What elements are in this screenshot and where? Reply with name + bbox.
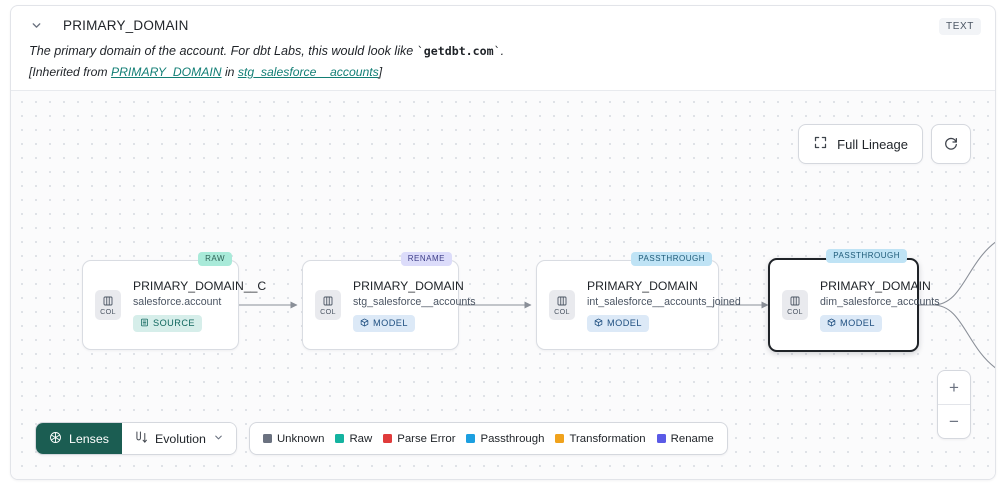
legend-swatch [656,434,666,443]
description-text: The primary domain of the account. For d… [29,44,417,58]
legend-swatch [335,434,345,443]
inherited-suffix: ] [378,65,383,79]
zoom-in-button[interactable]: + [938,371,970,405]
type-badge: TEXT [939,18,981,35]
node-kind-label: SOURCE [153,318,196,328]
column-icon: COL [549,290,575,320]
column-badge-label: COL [787,306,803,316]
legend-swatch [383,434,393,443]
bottom-toolbar: Lenses Evolution Unknown [35,422,728,455]
backtick-close: ` [493,44,501,58]
inherited-column-link[interactable]: PRIMARY_DOMAIN [110,65,222,79]
node-subtitle: dim_salesforce_accounts [820,295,940,308]
node-kind-label: MODEL [607,318,642,328]
description-suffix: . [500,44,505,58]
column-description: The primary domain of the account. For d… [29,44,977,58]
legend-swatch [262,434,272,443]
legend-label: Parse Error [397,432,456,445]
node-name: PRIMARY_DOMAIN__C [133,278,267,293]
node-kind-label: MODEL [840,318,875,328]
backtick-open: ` [416,44,424,58]
chevron-down-icon[interactable] [29,19,43,33]
zoom-out-button[interactable]: − [949,411,959,431]
lens-controls: Lenses Evolution [35,422,237,455]
full-lineage-button[interactable]: Full Lineage [798,124,923,164]
column-header: PRIMARY_DOMAIN TEXT The primary domain o… [11,6,995,90]
legend-item-rename[interactable]: Rename [656,432,714,445]
zoom-controls: + − [937,370,971,439]
edge-out-lower [919,304,995,369]
legend-label: Rename [670,432,714,445]
lenses-button[interactable]: Lenses [36,423,122,454]
node-subtitle: salesforce.account [133,295,222,308]
node-subtitle: stg_salesforce__accounts [353,295,476,308]
evolution-label: Evolution [154,431,206,446]
node-kind-label: MODEL [373,318,408,328]
legend-item-parse-error[interactable]: Parse Error [383,433,455,445]
column-badge-label: COL [320,306,336,316]
lineage-node[interactable]: RAW COL PRIMARY_DOMAIN__C salesforce.acc… [82,252,266,350]
legend-label: Unknown [276,432,325,445]
node-kind-badge: SOURCE [133,314,203,332]
legend-item-transformation[interactable]: Transformation [555,432,646,445]
column-badge-label: COL [554,306,570,316]
node-kind-badge: MODEL [820,314,882,332]
description-code: getdbt.com [423,44,494,58]
database-icon [140,318,149,329]
column-icon: COL [95,290,121,320]
node-name: PRIMARY_DOMAIN [820,278,931,293]
legend-label: Transformation [569,432,646,445]
lineage-node[interactable]: PASSTHROUGH COL PRIMARY_DOMAIN int_sales… [536,252,741,350]
lineage-tag: PASSTHROUGH [826,249,907,263]
node-kind-badge: MODEL [353,314,415,332]
canvas-controls: Full Lineage [798,124,971,164]
aperture-icon [49,431,62,447]
inherited-from: [Inherited from PRIMARY_DOMAIN in stg_sa… [29,65,977,79]
refresh-icon [943,135,959,154]
column-icon: COL [782,290,808,320]
inherited-mid: in [221,65,238,79]
lineage-edges [239,241,995,369]
legend-item-raw[interactable]: Raw [335,433,372,445]
legend-label: Passthrough [480,432,545,445]
page-title: PRIMARY_DOMAIN [63,18,189,33]
lineage-tag: RAW [198,252,232,266]
lineage-tag: RENAME [400,252,452,266]
lineage-legend: Unknown Raw Parse Error Passthrough Tran… [248,422,728,455]
lineage-canvas[interactable]: Full Lineage RAW COL PRIMARY_DOMAIN__C [11,90,995,479]
node-kind-badge: MODEL [587,314,649,332]
lenses-label: Lenses [69,431,109,446]
legend-item-passthrough[interactable]: Passthrough [466,433,544,445]
chevron-down-icon [213,432,224,446]
legend-swatch [466,434,476,443]
legend-item-unknown[interactable]: Unknown [262,432,325,445]
expand-icon [813,135,828,153]
refresh-button[interactable] [931,124,971,164]
cube-icon [360,318,369,329]
inherited-model-link[interactable]: stg_salesforce__accounts [237,65,379,79]
evolution-dropdown[interactable]: Evolution [121,423,236,454]
node-name: PRIMARY_DOMAIN [587,278,698,293]
lineage-node[interactable]: RENAME COL PRIMARY_DOMAIN stg_salesforce… [302,252,476,350]
legend-label: Raw [349,432,373,445]
node-subtitle: int_salesforce__accounts_joined [587,295,741,308]
legend-swatch [555,434,565,443]
cube-icon [594,318,603,329]
node-name: PRIMARY_DOMAIN [353,278,464,293]
lineage-tag: PASSTHROUGH [631,252,712,266]
lineage-node-selected[interactable]: PASSTHROUGH COL PRIMARY_DOMAIN dim_sales… [768,249,940,352]
column-icon: COL [315,290,341,320]
cube-icon [827,318,836,329]
evolution-icon [134,430,148,447]
full-lineage-label: Full Lineage [837,136,908,152]
inherited-prefix: [Inherited from [29,65,111,79]
column-badge-label: COL [100,306,116,316]
lineage-panel: PRIMARY_DOMAIN TEXT The primary domain o… [10,5,996,480]
